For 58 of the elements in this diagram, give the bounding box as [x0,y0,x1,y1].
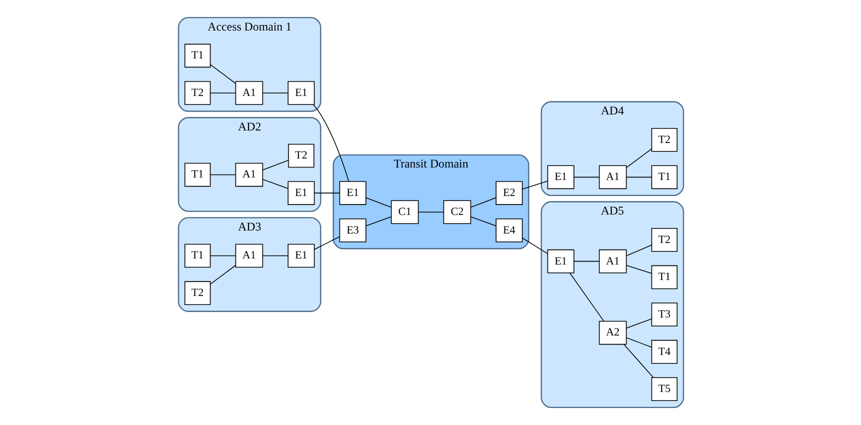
connector [573,260,599,262]
connector [312,104,349,182]
node-box: T1 [184,44,210,68]
node-box: E4 [495,218,522,242]
node-box: E1 [287,81,314,105]
node-box: A2 [598,320,626,345]
node-box: A1 [598,249,626,274]
connector [623,344,654,378]
node-box: E2 [495,181,522,205]
connector [210,92,236,94]
connector [210,64,236,84]
node-box: E1 [546,249,574,274]
connector [210,174,236,176]
node-box: E1 [338,181,366,205]
node-box: A1 [598,165,626,190]
node-box: E3 [338,218,366,242]
node-box: T3 [650,302,678,326]
node-box: T2 [650,228,678,252]
connector [626,318,652,328]
connector [313,236,340,250]
connector [626,337,652,348]
node-box: A1 [234,162,263,187]
connector [365,197,391,208]
node-box: E1 [287,244,314,268]
connector [262,255,288,256]
node-box: T1 [184,244,210,268]
connector [573,176,599,178]
node-box: T1 [184,162,210,187]
node-box: T2 [650,128,678,152]
node-box: T1 [650,165,678,190]
connector [470,216,496,226]
node-box: C1 [390,200,418,224]
connector [626,244,652,256]
node-box: T1 [650,265,678,290]
connector [313,192,340,194]
node-box: T2 [184,81,210,105]
node-box: T4 [650,340,678,364]
node-box: E1 [546,165,574,190]
node-box: T2 [288,144,314,168]
connector [626,176,652,178]
connector [262,92,288,94]
connector [521,180,548,190]
node-box: T2 [184,281,210,305]
node-box: A1 [234,81,263,105]
connector [626,148,652,168]
connector [365,216,391,226]
node-box: C2 [442,200,471,224]
node-box: A1 [234,244,263,268]
connector [262,179,288,189]
connector [470,197,496,208]
connector [569,272,604,322]
connector [626,265,652,274]
node-box: E1 [287,181,314,205]
connector [210,255,236,256]
node-box: T5 [650,377,678,402]
connector [210,265,236,284]
connector [262,160,288,170]
connector [521,238,548,254]
